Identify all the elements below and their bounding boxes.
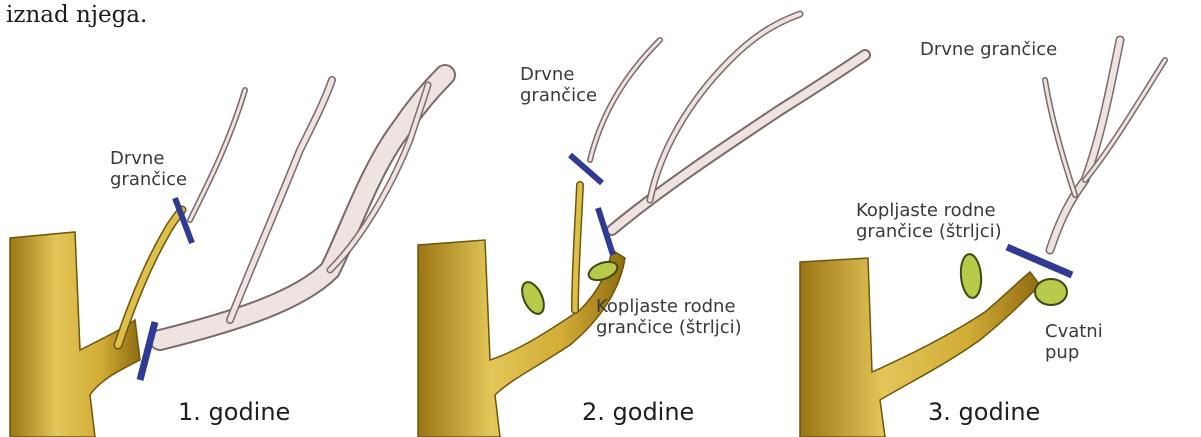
panel2-spur-twigs-label: Kopljaste rodne grančice (štrljci) [596,296,742,338]
panel3-year-label: 3. godine [928,398,1040,426]
panel3-flower-bud-label: Cvatni pup [1045,321,1103,363]
panel1-cut-mark-lower [140,322,155,380]
panel-year-2 [418,14,865,437]
panel2-leaf-left [518,279,549,317]
panel1-wood-branch [160,75,445,340]
panel3-leaf [959,253,983,299]
panel2-cut-mark-upper [570,155,602,183]
panel3-wood-twigs-label: Drvne grančice [920,39,1057,60]
panel2-year-label: 2. godine [582,398,694,426]
panel2-wood-twigs-label: Drvne grančice [520,64,597,106]
panel-year-1 [10,75,445,437]
panel1-year-label: 1. godine [178,398,290,426]
panel2-wood-branch [590,14,865,230]
panel3-spur-twigs-label: Kopljaste rodne grančice (štrljci) [856,200,1002,242]
panel3-cut-mark [1007,247,1072,275]
panel3-wood-branch [1045,40,1165,250]
panel3-flower-bud [1035,279,1067,305]
panel1-wood-twigs-label: Drvne grančice [110,148,187,190]
